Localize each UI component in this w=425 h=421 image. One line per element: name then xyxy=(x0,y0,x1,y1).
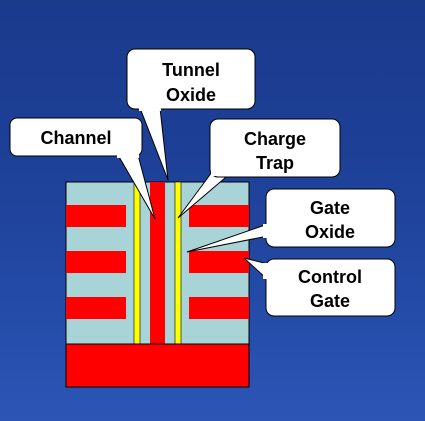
channel-pillar xyxy=(150,182,165,344)
callout-control-gate: Control Gate xyxy=(243,257,396,317)
callout-tunnel-oxide: Tunnel Oxide xyxy=(126,48,256,181)
charge-trap-right xyxy=(174,181,182,345)
channel-label: Channel xyxy=(40,128,111,148)
control-gate-layer-3-right xyxy=(189,297,249,319)
control-gate-label-line-1: Control xyxy=(298,267,362,287)
control-gate-label-line-2: Gate xyxy=(310,291,350,311)
callout-charge-trap: Charge Trap xyxy=(177,118,341,219)
gate-oxide-label-line-2: Oxide xyxy=(305,222,355,242)
control-gate-layer-1-right xyxy=(189,205,249,227)
callout-gate-oxide: Gate Oxide xyxy=(186,188,396,253)
tunnel-oxide-label-line-2: Oxide xyxy=(166,85,216,105)
device-stack xyxy=(65,181,250,388)
control-gate-layer-1-left xyxy=(66,205,126,227)
gate-oxide-label-line-1: Gate xyxy=(310,198,350,218)
charge-trap-label-line-2: Trap xyxy=(256,153,294,173)
control-gate-layer-2-right xyxy=(189,251,249,273)
control-gate-layer-2-left xyxy=(66,251,126,273)
charge-trap-label-line-1: Charge xyxy=(244,129,306,149)
substrate xyxy=(65,343,250,388)
charge-trap-left xyxy=(133,181,141,345)
tunnel-oxide-label-line-1: Tunnel xyxy=(162,60,220,80)
control-gate-layer-3-left xyxy=(66,297,126,319)
callout-channel: Channel xyxy=(9,117,156,220)
